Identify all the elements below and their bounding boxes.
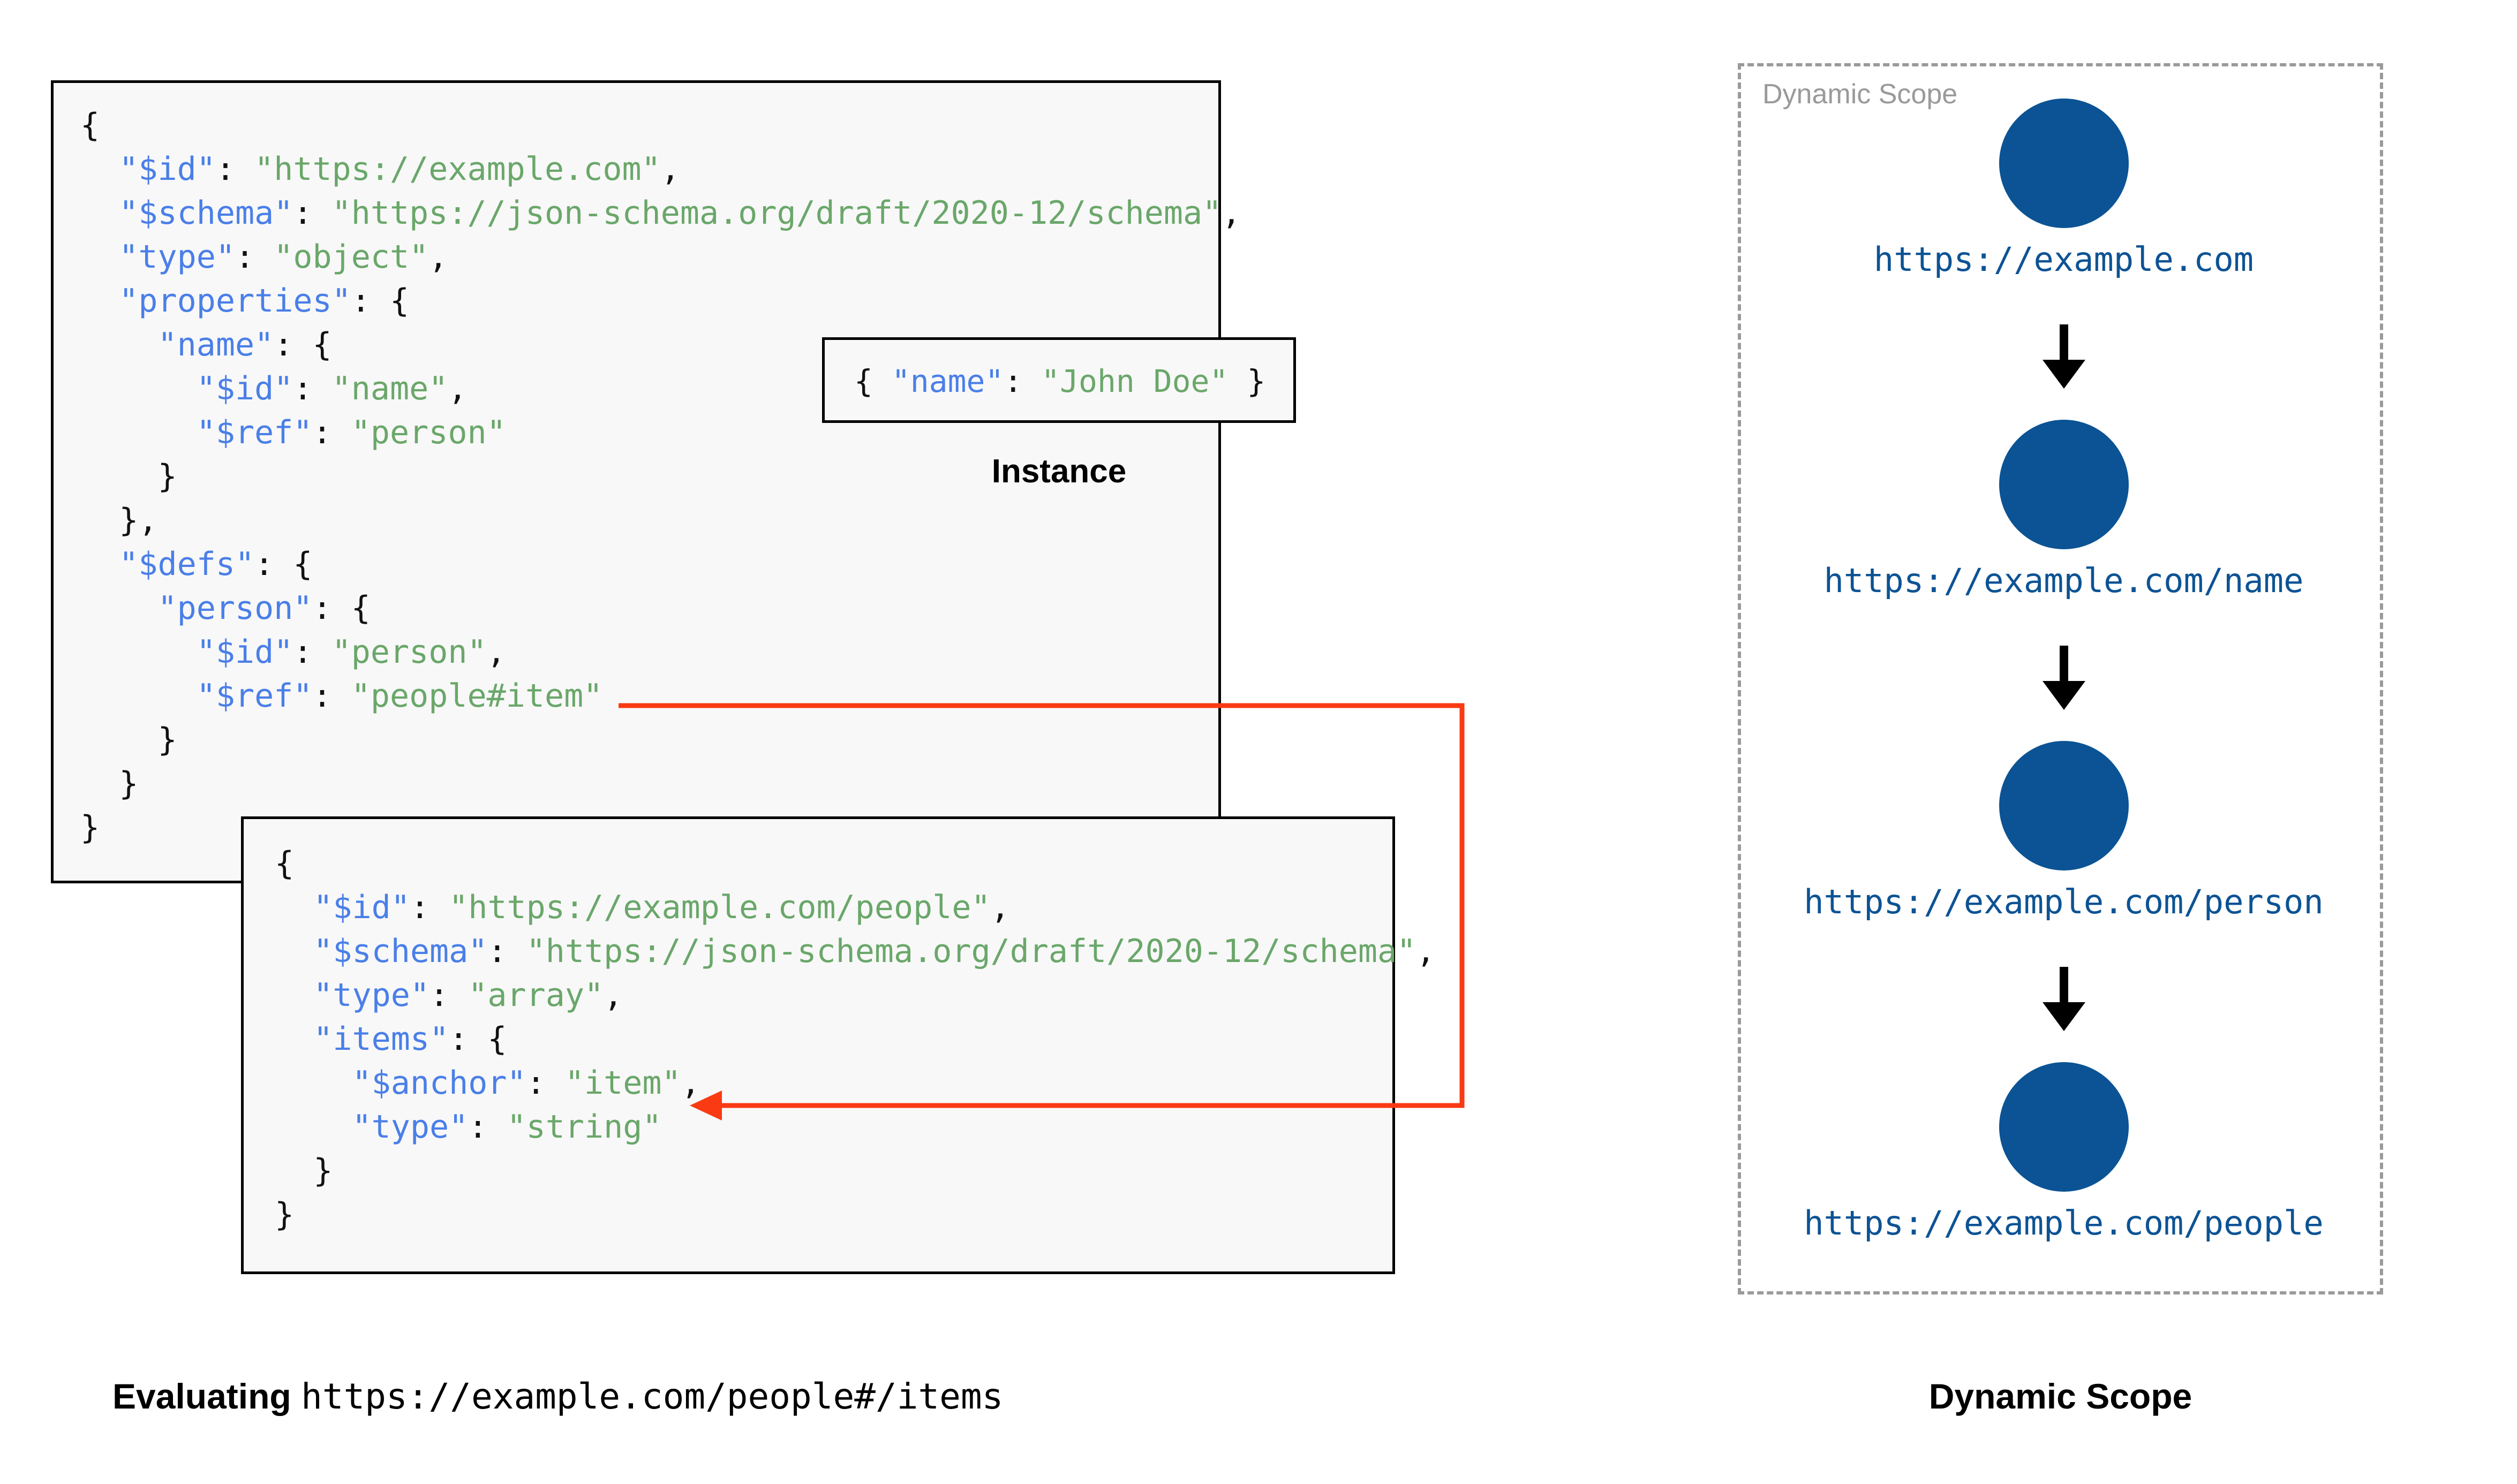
evaluating-caption: Evaluating https://example.com/people#/i… bbox=[112, 1376, 1003, 1417]
people-schema-code-text: { "$id": "https://example.com/people", "… bbox=[275, 845, 1436, 1233]
dynamic-scope-panel-label: Dynamic Scope bbox=[1762, 79, 1958, 110]
schema-root-code-text: { "$id": "https://example.com", "$schema… bbox=[80, 107, 1241, 846]
instance-code-box: { "name": "John Doe" } bbox=[822, 337, 1296, 423]
scope-node-1: https://example.com/name bbox=[1741, 420, 2386, 600]
scope-node-3: https://example.com/people bbox=[1741, 1062, 2386, 1243]
scope-circle-icon bbox=[1999, 1062, 2129, 1192]
scope-node-2: https://example.com/person bbox=[1741, 741, 2386, 921]
dynamic-scope-panel: Dynamic Scope https://example.com https:… bbox=[1738, 63, 2383, 1294]
scope-node-label: https://example.com bbox=[1873, 240, 2254, 279]
scope-node-label: https://example.com/person bbox=[1804, 882, 2324, 921]
dynamic-scope-caption: Dynamic Scope bbox=[1928, 1376, 2192, 1416]
evaluating-caption-lead: Evaluating bbox=[112, 1376, 291, 1416]
scope-arrow-0-1 bbox=[2043, 324, 2085, 389]
instance-code-text: { "name": "John Doe" } bbox=[854, 363, 1266, 399]
scope-node-label: https://example.com/people bbox=[1804, 1203, 2324, 1243]
scope-node-0: https://example.com bbox=[1741, 99, 2386, 279]
scope-arrow-2-3 bbox=[2043, 967, 2085, 1031]
instance-caption: Instance bbox=[991, 453, 1127, 490]
scope-circle-icon bbox=[1999, 741, 2129, 870]
scope-circle-icon bbox=[1999, 99, 2129, 228]
people-schema-code-box: { "$id": "https://example.com/people", "… bbox=[241, 816, 1435, 1274]
evaluating-caption-uri: https://example.com/people#/items bbox=[301, 1376, 1004, 1417]
scope-node-label: https://example.com/name bbox=[1823, 561, 2304, 600]
scope-arrow-1-2 bbox=[2043, 646, 2085, 710]
scope-circle-icon bbox=[1999, 420, 2129, 549]
